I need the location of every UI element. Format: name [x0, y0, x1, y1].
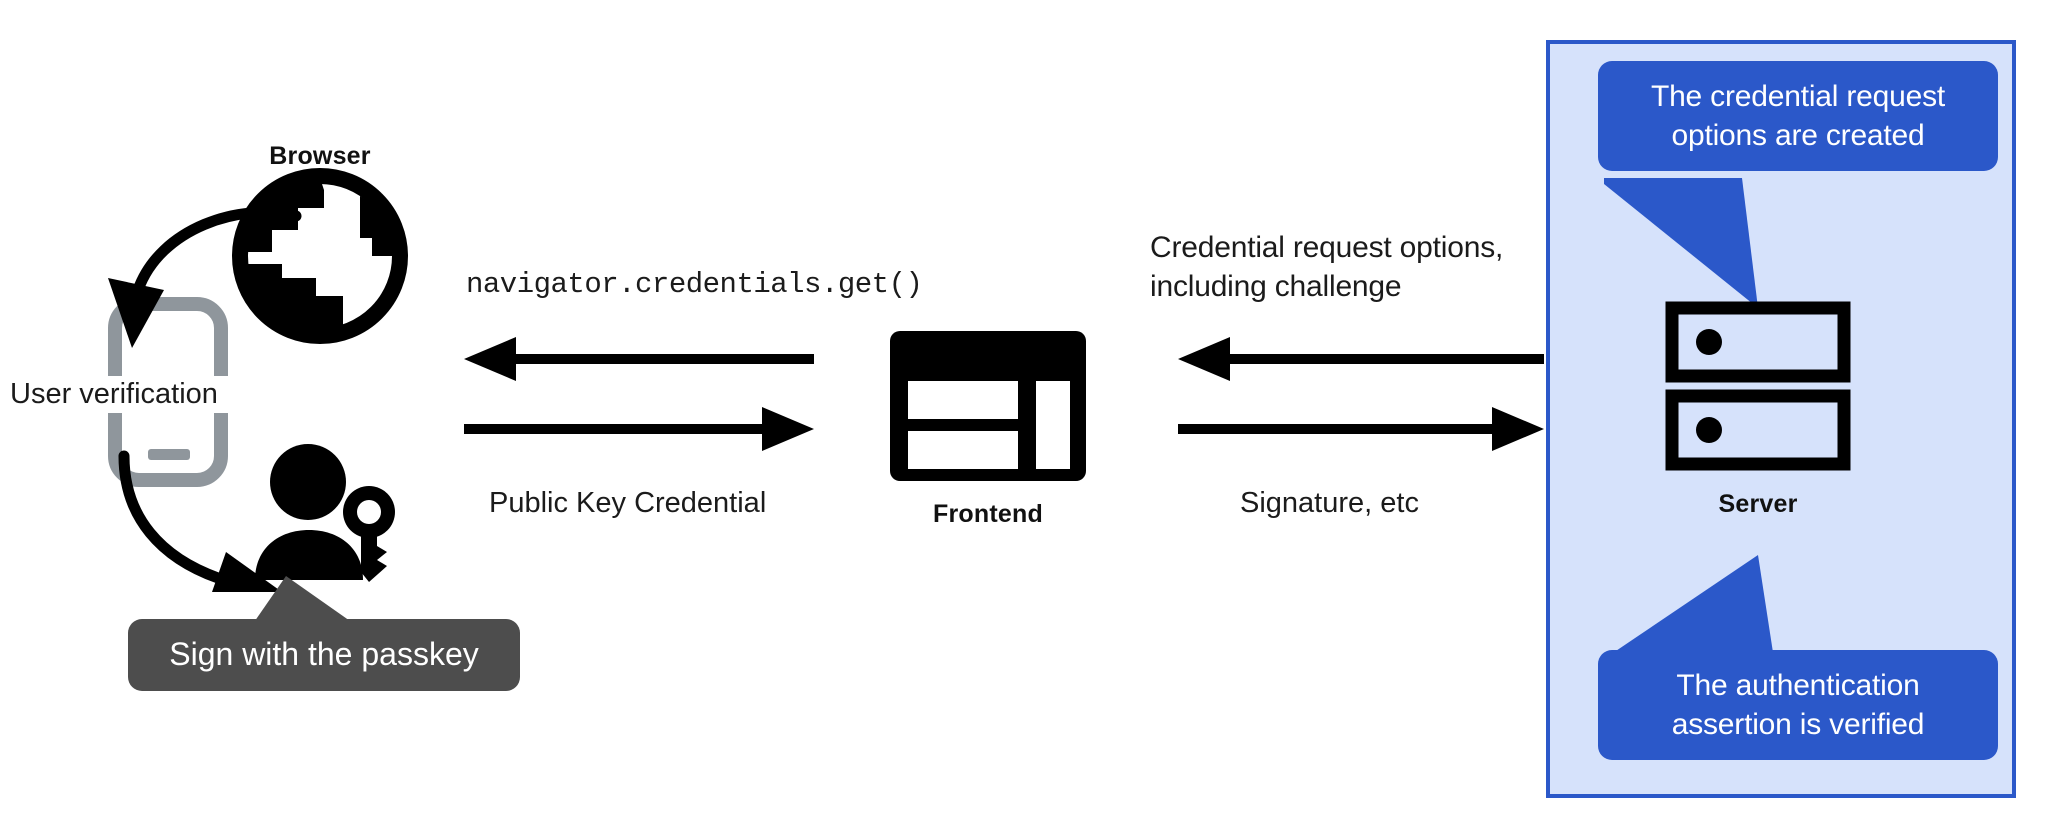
callout-bottom-tail-icon	[1604, 555, 1774, 659]
flow-label-line1: Credential request options,	[1150, 231, 1504, 264]
frontend-label: Frontend	[933, 500, 1043, 528]
web-layout-icon	[890, 331, 1086, 481]
server-label: Server	[1718, 490, 1798, 518]
arrow-server-to-frontend-icon	[1178, 337, 1544, 381]
arrow-frontend-to-browser-icon	[464, 337, 814, 381]
callout-top-line2: options are created	[1671, 119, 1925, 152]
callout-passkey-tail-icon	[250, 576, 360, 628]
flow-label-signature-etc: Signature, etc	[1240, 487, 1419, 519]
arrow-frontend-to-server-icon	[1178, 407, 1544, 451]
flow-label-credential-request-options: Credential request options, including ch…	[1150, 228, 1550, 306]
callout-credential-request-options: The credential request options are creat…	[1598, 61, 1998, 171]
callout-top-line1: The credential request	[1650, 80, 1946, 113]
person-with-key-icon	[255, 444, 395, 582]
browser-label: Browser	[269, 142, 371, 170]
callout-top-tail-icon	[1604, 178, 1758, 308]
callout-sign-with-passkey: Sign with the passkey	[128, 619, 520, 691]
arrow-phone-to-user-icon	[118, 450, 282, 592]
user-verification-label: User verification	[10, 376, 270, 413]
flow-label-navigator-credentials-get: navigator.credentials.get()	[466, 268, 923, 301]
globe-icon	[232, 168, 408, 344]
arrow-browser-to-frontend-icon	[464, 407, 814, 451]
callout-bottom-line2: assertion is verified	[1671, 708, 1925, 741]
callout-bottom-line1: The authentication	[1676, 669, 1920, 702]
flow-label-line2: including challenge	[1150, 270, 1402, 303]
arrow-browser-to-phone-icon	[108, 206, 302, 348]
callout-authentication-assertion-verified: The authentication assertion is verified	[1598, 650, 1998, 760]
server-stack-icon	[1665, 301, 1851, 471]
flow-label-public-key-credential: Public Key Credential	[489, 487, 767, 519]
